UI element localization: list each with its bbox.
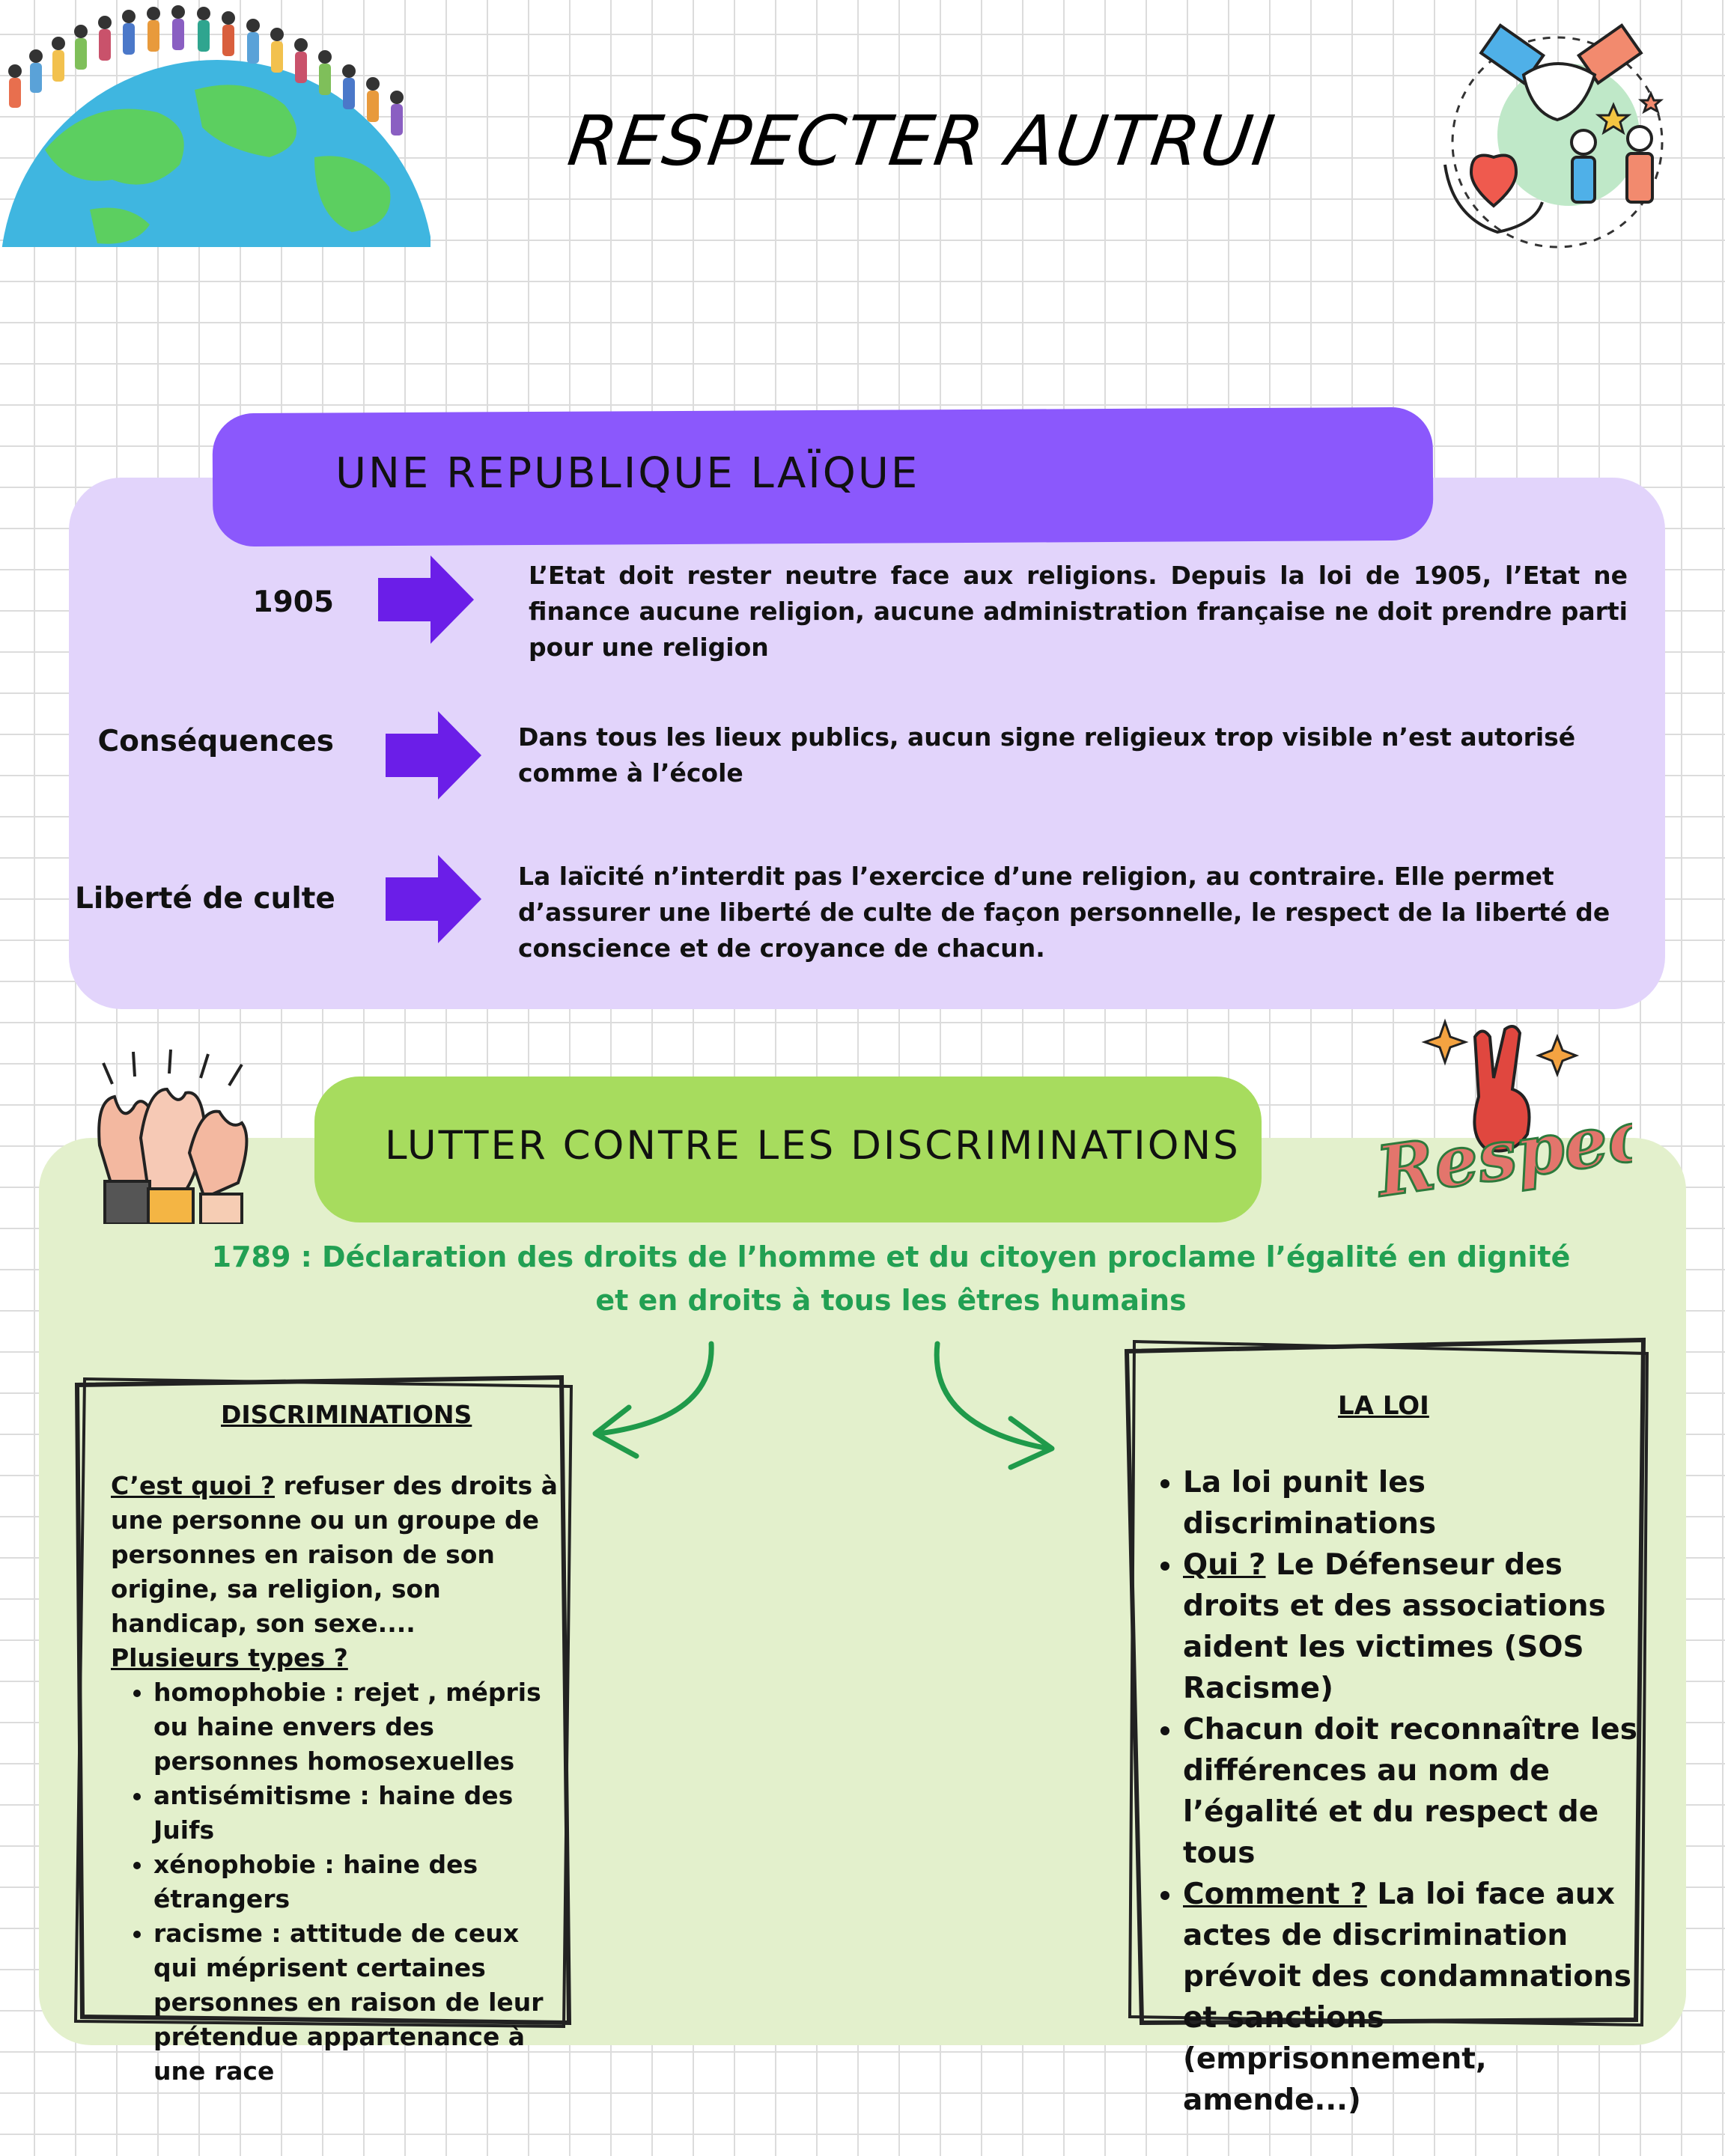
law-title: LA LOI [1338,1391,1429,1421]
globe-people-illustration [1,5,431,247]
row-text-consequences: Dans tous les lieux publics, aucun signe… [518,722,1576,788]
how-label: Comment ? [1183,1878,1367,1911]
list-item: Qui ? Le Défenseur des droits et des ass… [1183,1544,1640,1709]
respect-sticker-text: Respect [1374,1090,1632,1213]
curved-arrow-right-icon [934,1341,1055,1470]
how-text: La loi face aux actes de discrimination … [1183,1878,1631,2117]
law-box [1119,1333,1651,2029]
discriminations-section-title: LUTTER CONTRE LES DISCRIMINATIONS [385,1123,1241,1169]
who-text: Le Défenseur des droits et des associati… [1183,1548,1606,1705]
list-item: Comment ? La loi face aux actes de discr… [1183,1874,1640,2121]
list-item: antisémitisme : haine des Juifs [153,1779,560,1848]
list-item: La loi punit les discriminations [1183,1462,1640,1544]
laicite-panel [69,478,1665,1009]
arrow-right-icon [386,855,481,943]
row-label-liberte-culte: Liberté de culte [75,882,335,916]
list-item: homophobie : rejet , mépris ou haine env… [153,1675,560,1779]
list-item: xénophobie : haine des étrangers [153,1848,560,1916]
types-list: homophobie : rejet , mépris ou haine env… [111,1675,560,2089]
row-text-1905: L’Etat doit rester neutre face aux relig… [529,561,1628,662]
raised-hands-icon [97,1049,249,1224]
what-text: refuser des droits à une personne ou un … [111,1471,558,1638]
arrow-right-icon [378,555,474,644]
discriminations-title: DISCRIMINATIONS [221,1400,472,1429]
curved-arrow-left-icon [592,1341,714,1459]
page-title: RESPECTER AUTRUI [563,101,1281,181]
what-label: C’est quoi ? [111,1471,275,1500]
discriminations-banner [314,1077,1262,1222]
row-label-1905: 1905 [252,585,334,619]
declaration-1789-text: 1789 : Déclaration des droits de l’homme… [211,1240,1571,1317]
arrow-right-icon [386,711,481,800]
who-label: Qui ? [1183,1548,1266,1582]
laicite-section-title: UNE REPUBLIQUE LAÏQUE [335,449,920,498]
types-label: Plusieurs types ? [111,1643,348,1672]
discriminations-box [71,1371,576,2030]
list-item: Chacun doit reconnaître les différences … [1183,1709,1640,1874]
respect-sticker-icon: Respect [1374,1018,1632,1213]
law-body: La loi punit les discriminations Qui ? L… [1146,1462,1640,2121]
handshake-community-icon [1443,23,1664,249]
discriminations-panel [39,1138,1686,2045]
row-label-consequences: Conséquences [97,725,334,758]
list-item: racisme : attitude de ceux qui méprisent… [153,1916,560,2089]
discriminations-body: C’est quoi ? refuser des droits à une pe… [111,1469,560,2089]
law-list: La loi punit les discriminations Qui ? L… [1146,1462,1640,2121]
row-text-liberte-culte: La laïcité n’interdit pas l’exercice d’u… [518,862,1610,963]
